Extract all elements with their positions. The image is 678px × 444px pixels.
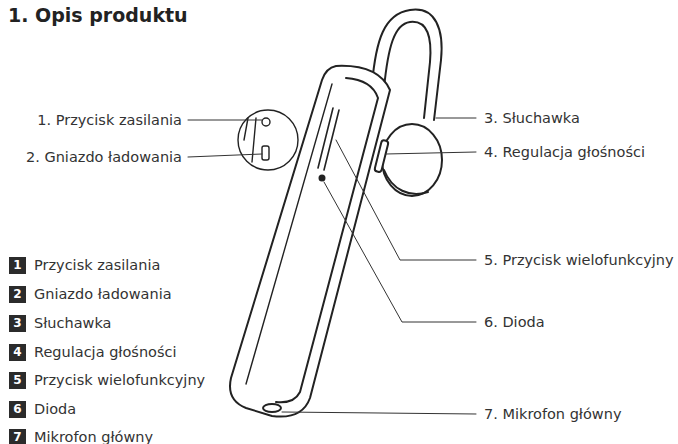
charging-port-detail	[262, 146, 269, 160]
page-title: 1. Opis produktu	[8, 6, 188, 25]
part-label: 2. Gniazdo ładowania	[26, 150, 182, 165]
headset-body	[230, 66, 390, 417]
microphone-hole	[263, 404, 281, 412]
power-button-detail	[262, 118, 270, 126]
callout-number: 1	[9, 257, 26, 274]
callout-number: 2	[9, 286, 26, 303]
part-label: 3. Słuchawka	[484, 111, 580, 126]
earbud-edge	[384, 170, 428, 194]
part-label: 1. Przycisk zasilania	[37, 113, 182, 128]
legend-text: Słuchawka	[34, 316, 111, 331]
ear-hook-inner	[384, 22, 430, 118]
multifunction-button	[318, 108, 339, 170]
earbud	[382, 124, 442, 196]
leader-line	[188, 154, 262, 157]
callout-number: 4	[9, 344, 26, 361]
legend-text: Dioda	[34, 402, 76, 417]
callout-number: 5	[9, 372, 26, 389]
part-label: 5. Przycisk wielofunkcyjny	[484, 253, 674, 268]
legend-text: Przycisk wielofunkcyjny	[34, 373, 205, 388]
part-label: 7. Mikrofon główny	[484, 407, 622, 422]
part-label: 4. Regulacja głośności	[484, 145, 645, 160]
part-label: 6. Dioda	[484, 315, 545, 330]
callout-number: 3	[9, 315, 26, 332]
legend-text: Regulacja głośności	[34, 345, 177, 360]
detail-circle	[238, 110, 298, 170]
legend-text: Gniazdo ładowania	[34, 287, 172, 302]
leader-line	[188, 120, 262, 121]
leader-line	[282, 412, 476, 414]
leader-line	[324, 182, 476, 322]
legend-text: Przycisk zasilania	[34, 258, 160, 273]
volume-rocker	[374, 140, 389, 173]
led	[320, 176, 325, 181]
leader-line	[386, 152, 476, 154]
legend-text: Mikrofon główny	[34, 430, 153, 444]
callout-number: 6	[9, 401, 26, 418]
detail-edge	[244, 118, 256, 162]
callout-number: 7	[9, 429, 26, 444]
leader-line	[436, 118, 476, 119]
